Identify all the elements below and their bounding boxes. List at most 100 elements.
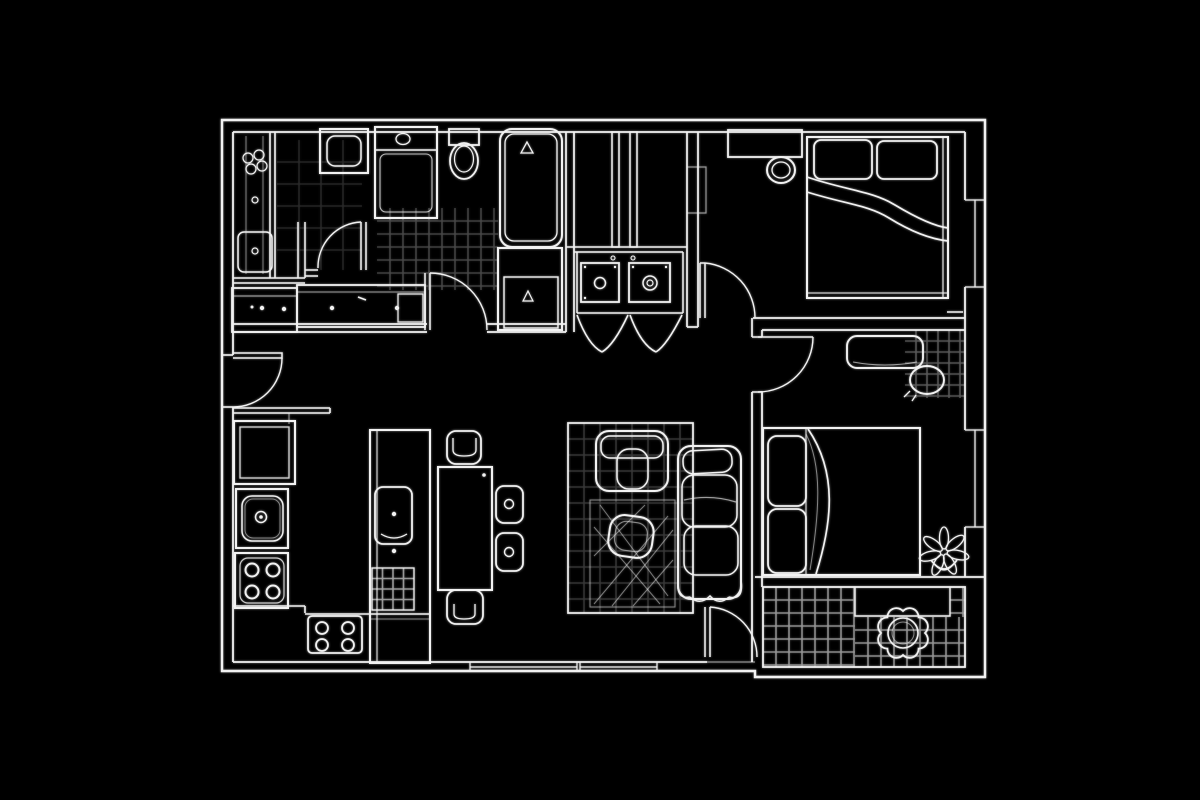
- bed2-blanket-fold-faint: [805, 433, 819, 571]
- dining-chair-top: [446, 430, 482, 465]
- shower-drain-dot: [251, 247, 259, 255]
- laundry-hinge-2: [630, 255, 636, 261]
- bedroom1-stool-inner: [771, 161, 791, 179]
- fridge: [233, 420, 296, 485]
- bed2-pillow-top: [767, 435, 807, 507]
- bedroom2-stool-ticks: [903, 390, 917, 402]
- dining-chair-right-1-knob: [503, 498, 515, 510]
- kitchen-sink-basin: [241, 495, 284, 542]
- toilet-bowl-inner: [453, 145, 475, 173]
- island-hatch-grid: [372, 568, 414, 610]
- bedroom1-door-leaf: [699, 262, 706, 318]
- kitchen-sink-drain: [254, 510, 268, 524]
- wc-door-arc: [317, 221, 362, 269]
- wc-wall-seg: [305, 269, 318, 277]
- sofa-armrest-top: [682, 448, 733, 475]
- bath-door-arc: [429, 272, 488, 331]
- washer-tall-inner: [379, 153, 433, 213]
- washer-corner-2: [613, 265, 617, 269]
- vanity-cushion: [326, 135, 362, 167]
- cooktop-burner-3: [315, 638, 329, 652]
- sofa-fringe-left: [677, 579, 691, 599]
- armchair-back: [600, 435, 664, 459]
- stove-unit: [234, 552, 289, 609]
- laundry-bifold-doors: [576, 314, 683, 353]
- rug-grid: [568, 423, 693, 613]
- stove-burner-3: [244, 584, 260, 600]
- rug-diagonal-4: [632, 559, 674, 607]
- kitchen-sink-unit: [235, 488, 289, 549]
- bed1-pillow-left: [813, 139, 873, 180]
- dining-chair-top-back: [452, 438, 477, 457]
- toilet-bowl: [449, 142, 479, 180]
- plant-pot: [930, 559, 958, 570]
- armchair: [595, 430, 669, 492]
- island-dot-2: [391, 548, 397, 554]
- closet-divider-1: [611, 131, 620, 248]
- cooktop-burner-2: [341, 621, 355, 635]
- balcony-table-scallop: [877, 607, 929, 659]
- washer-tall: [374, 126, 438, 219]
- dryer-unit-knob-outer: [642, 275, 658, 291]
- bed1-blanket-fold-top: [806, 176, 949, 229]
- dryer-corner-2: [664, 265, 668, 269]
- cooktop: [307, 615, 363, 654]
- stove-burner-1: [244, 562, 260, 578]
- laundry-hinge-1: [610, 255, 616, 261]
- bath-cabinet: [497, 247, 563, 331]
- bedroom1-stool-outer: [766, 156, 796, 184]
- rug-diagonal-2: [611, 529, 674, 607]
- dryer-unit-knob-inner: [646, 279, 654, 287]
- dryer-corner-1: [631, 265, 635, 269]
- stove-burner-2: [265, 562, 281, 578]
- washer-corner-1: [583, 265, 587, 269]
- stove-inner: [239, 557, 285, 604]
- rug-diagonal-3: [593, 504, 646, 557]
- plant-petal-4: [942, 553, 958, 575]
- balcony-tiles-1: [763, 587, 855, 667]
- bedroom2-door-arc: [757, 336, 814, 393]
- bed2-blanket-fold: [807, 428, 831, 575]
- stove-burner-4: [265, 584, 281, 600]
- balcony-tiles-2: [855, 617, 965, 667]
- bedroom1-shelf: [727, 129, 803, 158]
- shower-dot-1: [251, 196, 259, 204]
- rug-diagonal-5: [599, 504, 669, 597]
- bedroom2-stool: [909, 365, 945, 395]
- bed1-blanket-fold-bottom: [806, 191, 949, 242]
- balcony-table-top: [887, 617, 919, 649]
- washer-unit: [580, 262, 620, 303]
- armchair-seat: [616, 448, 649, 490]
- counter-long-knob-1: [329, 305, 335, 311]
- bedroom1-door-arc: [704, 262, 756, 319]
- dryer-unit: [628, 262, 671, 303]
- dining-chair-right-1: [495, 485, 524, 524]
- shower-tray: [237, 231, 273, 273]
- balcony-door-leaf: [704, 607, 711, 657]
- bath-counter-long: [296, 284, 426, 328]
- sofa-cushion-wave: [683, 496, 737, 503]
- entry-door-leaf: [233, 352, 283, 359]
- sofa-cushion-1: [681, 474, 738, 528]
- plant-petal-1: [938, 526, 950, 550]
- dining-chair-bottom: [446, 589, 484, 625]
- vanity-bench: [319, 128, 369, 174]
- kitchen-sink-basin-inner: [244, 498, 281, 539]
- bathtub-marker: [519, 140, 535, 154]
- dining-chair-bottom-back: [453, 604, 476, 620]
- dining-chair-right-2-knob: [503, 546, 515, 558]
- counter-small-knob-3: [250, 305, 254, 309]
- counter-small-knob-1: [259, 305, 265, 311]
- counter-long-inner-box: [397, 293, 424, 323]
- island-appliance: [374, 486, 413, 545]
- rug-diagonal-6: [593, 526, 661, 605]
- cooktop-burner-1: [315, 621, 329, 635]
- bath-cabinet-marker: [522, 289, 534, 302]
- bath-cabinet-inner: [503, 276, 559, 329]
- dining-table: [437, 466, 493, 591]
- bed1-pillow-right: [876, 140, 938, 180]
- bed2-frame: [762, 427, 921, 576]
- bathtub-inner: [504, 133, 558, 242]
- rug: [567, 422, 694, 614]
